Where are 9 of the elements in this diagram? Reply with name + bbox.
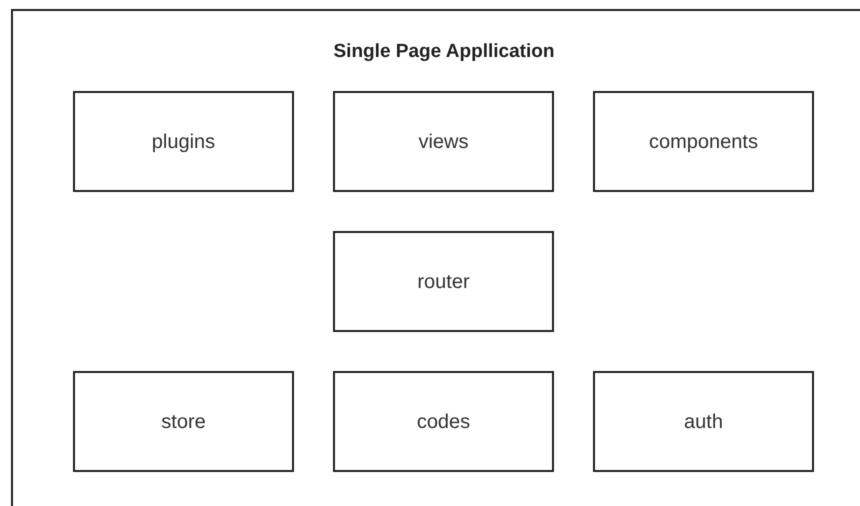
- module-box: auth: [593, 371, 814, 472]
- module-box: codes: [333, 371, 554, 472]
- container-frame: [11, 9, 860, 506]
- frame-title: Single Page Appllication: [332, 42, 556, 61]
- module-box: store: [73, 371, 294, 472]
- module-box: router: [333, 231, 554, 332]
- module-box: components: [593, 91, 814, 192]
- module-box: plugins: [73, 91, 294, 192]
- module-box: views: [333, 91, 554, 192]
